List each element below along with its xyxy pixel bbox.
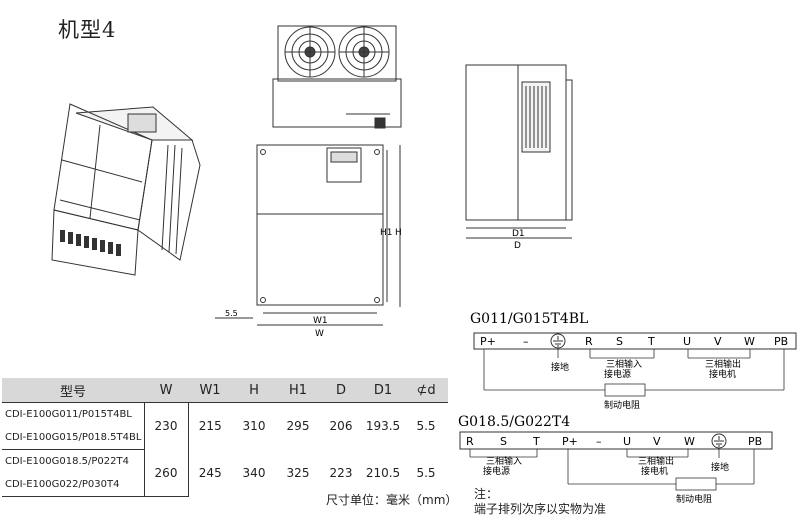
front-view-drawing: H1 H W1 W 5.5 <box>215 144 402 339</box>
model-cell: CDI-E100G015/P018.5T4BL <box>2 426 144 450</box>
value-cell: 5.5 <box>416 466 436 480</box>
col-d1: D1 <box>362 378 404 403</box>
terminal-label: U <box>683 335 691 348</box>
col-w: W <box>144 378 188 403</box>
value-cell: 223 <box>329 466 353 480</box>
model-cell: CDI-E100G022/P030T4 <box>2 473 144 497</box>
spec-table: 型号 W W1 H H1 D D1 ⊄d CDI-E100G011/P015T4… <box>2 378 448 497</box>
terminal-label: S <box>616 335 623 348</box>
w1-label: W1 <box>313 316 328 326</box>
note-label: 注： <box>474 487 499 501</box>
ground-label: 接地 <box>711 461 729 473</box>
value-cell: 340 <box>242 466 266 480</box>
table-row: CDI-E100G018.5/P022T4 260 245 340 325 22… <box>2 449 448 497</box>
terminal-block-title: G018.5/G022T4 <box>458 414 570 430</box>
brake-resistor-label: 制动电阻 <box>604 399 640 411</box>
isometric-drawing <box>51 103 201 276</box>
terminal-label: U <box>623 435 631 448</box>
col-h1: H1 <box>276 378 320 403</box>
value-cell: 193.5 <box>365 419 401 434</box>
input-label-2: 接电源 <box>483 465 510 477</box>
terminal-label: T <box>647 335 655 348</box>
output-label-1: 三相输出 <box>705 358 741 370</box>
model-cell: CDI-E100G011/P015T4BL <box>5 409 132 420</box>
terminal-label: S <box>500 435 507 448</box>
note: 注： 端子排列次序以实物为准 <box>474 487 606 517</box>
h-label: H <box>395 228 402 238</box>
table-row: CDI-E100G011/P015T4BL 230 215 310 295 20… <box>2 402 448 450</box>
terminal-block-1: G011/G015T4BL P+ – R S T U V W PB 接地 三相输… <box>470 311 797 411</box>
terminal-label: – <box>523 335 529 348</box>
note-text: 端子排列次序以实物为准 <box>474 502 607 516</box>
ground-label: 接地 <box>551 361 569 373</box>
terminal-label: P+ <box>480 335 496 348</box>
ground-icon <box>711 433 727 449</box>
terminal-label: W <box>684 435 695 448</box>
h1-label: H1 <box>380 228 393 238</box>
page-title: 机型4 <box>58 18 117 42</box>
output-label-2: 接电机 <box>709 368 736 380</box>
d1-label: D1 <box>512 229 525 239</box>
terminal-label: P+ <box>562 435 578 448</box>
col-w1: W1 <box>188 378 232 403</box>
top-view-drawing <box>272 25 402 129</box>
col-h: H <box>232 378 276 403</box>
input-label-2: 接电源 <box>604 368 631 380</box>
value-cell: 210.5 <box>365 466 401 480</box>
terminal-label: W <box>744 335 755 348</box>
terminal-label: T <box>532 435 540 448</box>
terminal-label: PB <box>748 435 762 448</box>
gap-label: 5.5 <box>225 309 238 318</box>
output-label-1: 三相输出 <box>638 455 674 467</box>
value-cell: 230 <box>143 402 189 450</box>
col-hole-diameter: ⊄d <box>404 378 448 403</box>
value-cell: 295 <box>286 419 310 434</box>
w-label: W <box>315 329 324 339</box>
table-row: CDI-E100G022/P030T4 <box>2 473 448 497</box>
terminal-label: V <box>653 435 661 448</box>
terminal-label: PB <box>774 335 788 348</box>
terminal-block-title: G011/G015T4BL <box>470 311 588 327</box>
value-cell: 310 <box>242 419 266 434</box>
value-cell: 5.5 <box>416 419 436 434</box>
terminal-block-2: G018.5/G022T4 R S T P+ – U V W PB 三相输入 接… <box>458 414 773 504</box>
col-d: D <box>320 378 362 403</box>
fan-icon <box>284 26 336 78</box>
terminal-label: R <box>585 335 593 348</box>
terminal-label: V <box>714 335 722 348</box>
value-cell: 215 <box>198 419 222 434</box>
input-label-1: 三相输入 <box>486 455 522 467</box>
brake-resistor-label: 制动电阻 <box>676 493 712 504</box>
d-label: D <box>514 241 521 251</box>
output-label-2: 接电机 <box>641 465 668 477</box>
value-cell: 245 <box>198 466 222 480</box>
terminal-label: R <box>466 435 474 448</box>
ground-icon <box>550 333 566 349</box>
value-cell: 260 <box>143 449 189 497</box>
terminal-label: – <box>596 435 602 448</box>
input-label-1: 三相输入 <box>606 358 642 370</box>
col-model: 型号 <box>2 378 144 403</box>
value-cell: 325 <box>286 466 310 480</box>
unit-label: 尺寸单位：毫米（mm） <box>326 493 458 507</box>
side-view-drawing: D1 D <box>465 64 573 251</box>
table-row: CDI-E100G015/P018.5T4BL <box>2 426 448 450</box>
value-cell: 206 <box>329 419 353 434</box>
fan-icon <box>338 26 390 78</box>
model-cell: CDI-E100G018.5/P022T4 <box>5 456 129 467</box>
